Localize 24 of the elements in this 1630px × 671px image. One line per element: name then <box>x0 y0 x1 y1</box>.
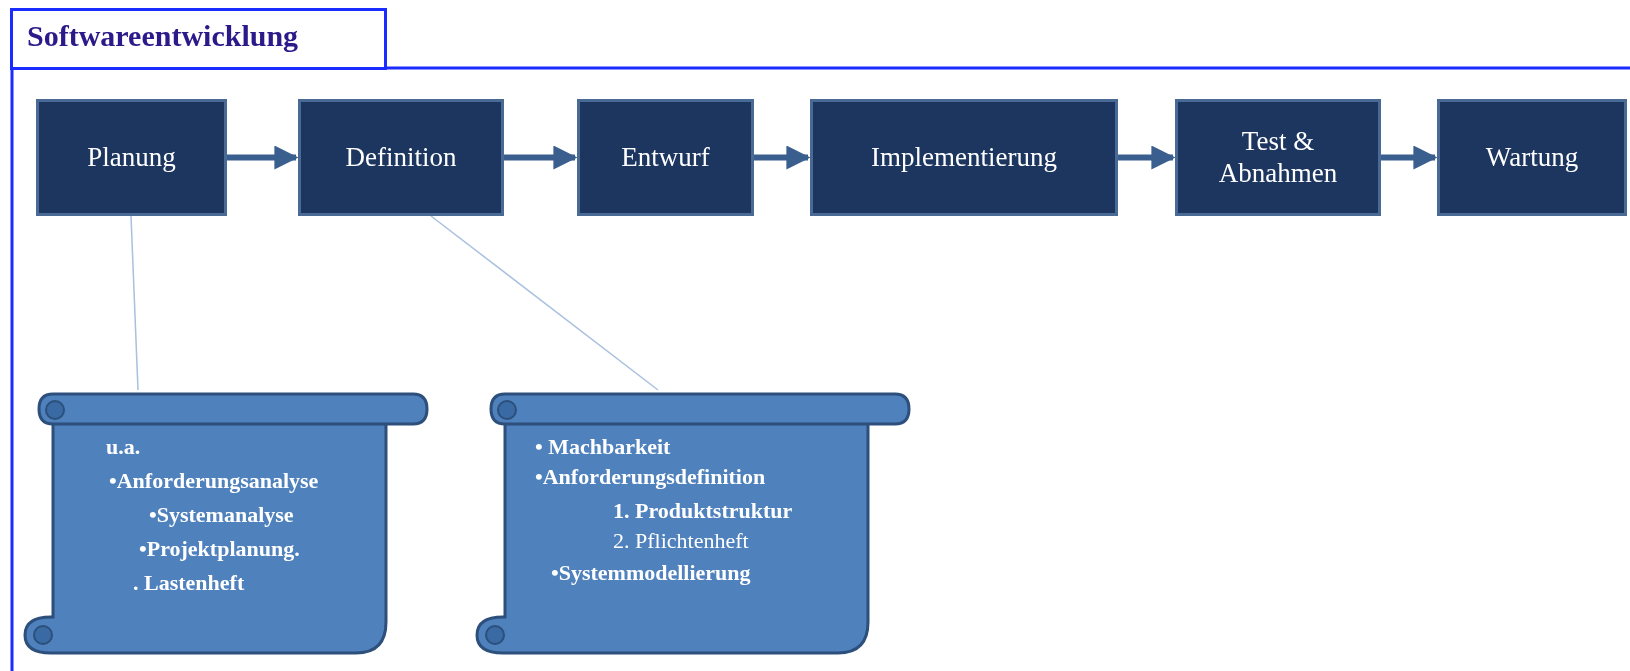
list-item: •Projektplanung. <box>139 536 300 562</box>
list-item: • Machbarkeit <box>535 434 671 460</box>
leader-line <box>430 215 659 391</box>
leader-line <box>130 215 139 391</box>
list-item: •Anforderungsanalyse <box>109 468 319 494</box>
arrow <box>1381 145 1438 170</box>
list-item: •Systemanalyse <box>149 502 294 528</box>
process-box: Planung <box>36 99 227 216</box>
list-item: 1. Produktstruktur <box>613 498 793 524</box>
arrow <box>504 145 578 170</box>
diagram-title: Softwareentwicklung <box>10 8 387 70</box>
arrow <box>754 145 811 170</box>
process-box: Wartung <box>1437 99 1627 216</box>
list-item: •Systemmodellierung <box>551 560 751 586</box>
arrow <box>1118 145 1176 170</box>
arrow <box>227 145 299 170</box>
process-box: Entwurf <box>577 99 754 216</box>
list-item: 2. Pflichtenheft <box>613 528 749 554</box>
process-box: Definition <box>298 99 504 216</box>
list-item: . Lastenheft <box>133 570 245 596</box>
list-item: u.a. <box>106 434 141 460</box>
process-box: Test & Abnahmen <box>1175 99 1381 216</box>
process-box: Implementierung <box>810 99 1118 216</box>
list-item: •Anforderungsdefinition <box>535 464 766 490</box>
